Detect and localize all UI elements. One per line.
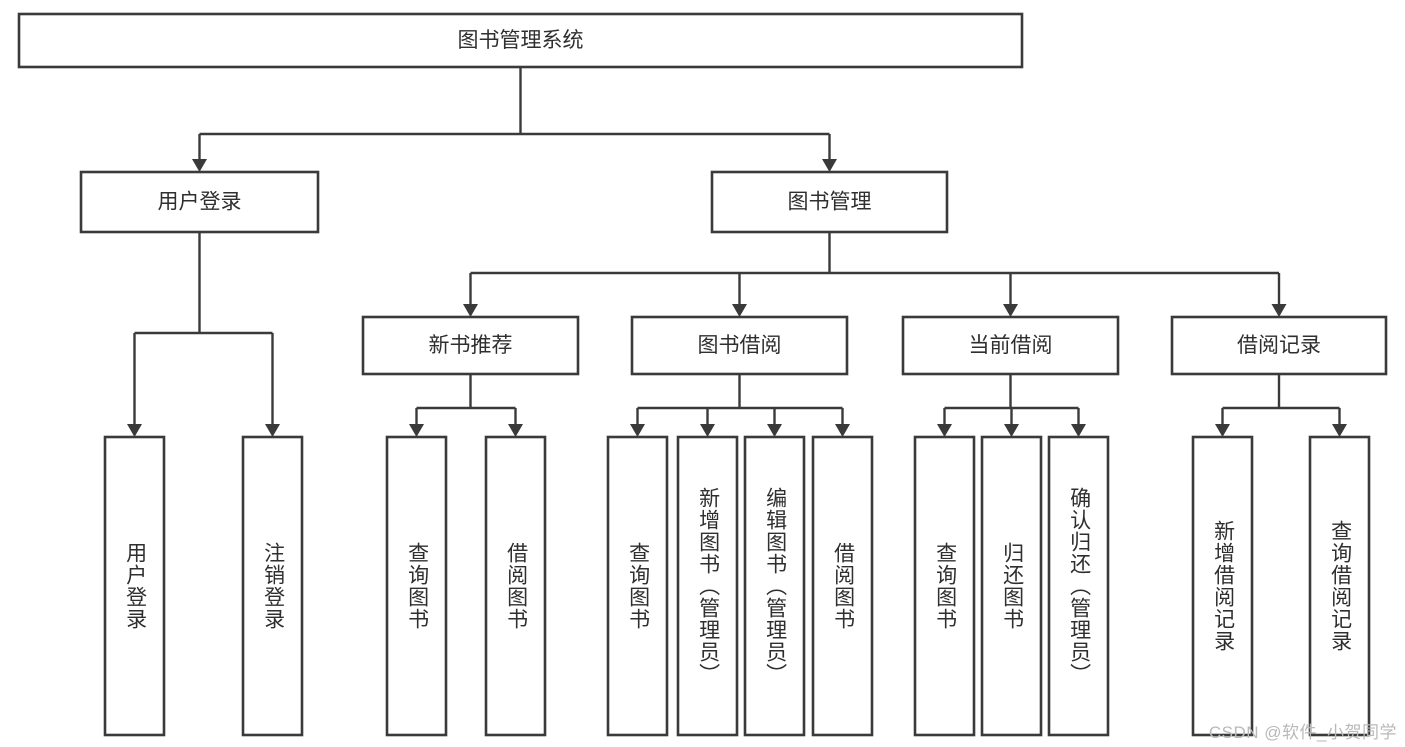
- node-user-login-do[interactable]: [103, 435, 166, 737]
- node-box-br-query-record: [1308, 435, 1371, 737]
- node-box-br-add-record: [1191, 435, 1254, 737]
- node-box-book-borrow: [630, 315, 849, 376]
- node-box-cb-query-book: [913, 435, 976, 737]
- arrow-head-icon-bb-edit-book: [767, 424, 782, 437]
- node-box-bb-borrow-book: [811, 435, 874, 737]
- node-box-new-book-recommend: [361, 315, 580, 376]
- node-new-book-recommend[interactable]: 新书推荐: [361, 315, 580, 376]
- node-box-bb-query-book: [606, 435, 669, 737]
- node-box-root: [17, 12, 1024, 69]
- arrow-head-icon-bb-add-book: [700, 424, 715, 437]
- node-book-borrow[interactable]: 图书借阅: [630, 315, 849, 376]
- arrow-head-icon-current-borrow: [1003, 304, 1018, 317]
- arrow-head-icon-book-manage: [822, 159, 837, 172]
- connector-layer: [127, 67, 1347, 437]
- node-label-book-manage: 图书管理: [788, 191, 872, 214]
- arrow-head-icon-cb-return-book: [1004, 424, 1019, 437]
- node-box-cb-confirm-return: [1047, 435, 1110, 737]
- node-current-borrow[interactable]: 当前借阅: [901, 315, 1120, 376]
- node-box-borrow-record: [1170, 315, 1388, 376]
- node-book-manage[interactable]: 图书管理: [710, 170, 949, 234]
- node-br-add-record[interactable]: [1191, 435, 1254, 737]
- node-bb-add-book[interactable]: [676, 435, 739, 737]
- node-label-new-book-recommend: 新书推荐: [429, 334, 513, 357]
- arrow-head-icon-br-add-record: [1215, 424, 1230, 437]
- node-bb-edit-book[interactable]: [743, 435, 806, 737]
- arrow-head-icon-new-book-recommend: [463, 304, 478, 317]
- node-box-bb-edit-book: [743, 435, 806, 737]
- arrow-head-icon-book-borrow: [732, 304, 747, 317]
- arrow-head-icon-user-logout: [265, 424, 280, 437]
- node-box-nbr-query-book: [385, 435, 448, 737]
- node-box-cb-return-book: [980, 435, 1043, 737]
- arrow-head-icon-nbr-query-book: [409, 424, 424, 437]
- node-label-borrow-record: 借阅记录: [1237, 334, 1321, 357]
- node-box-bb-add-book: [676, 435, 739, 737]
- node-cb-return-book[interactable]: [980, 435, 1043, 737]
- node-label-root: 图书管理系统: [458, 29, 584, 52]
- arrow-head-icon-cb-query-book: [937, 424, 952, 437]
- arrow-head-icon-br-query-record: [1332, 424, 1347, 437]
- arrow-head-icon-bb-query-book: [630, 424, 645, 437]
- node-box-user-logout: [241, 435, 304, 737]
- watermark-text: CSDN @软件_小贺同学: [1208, 723, 1397, 742]
- node-box-book-manage: [710, 170, 949, 234]
- node-label-current-borrow: 当前借阅: [969, 334, 1053, 357]
- arrow-head-icon-bb-borrow-book: [835, 424, 850, 437]
- node-box-current-borrow: [901, 315, 1120, 376]
- node-user-logout[interactable]: [241, 435, 304, 737]
- node-nbr-query-book[interactable]: [385, 435, 448, 737]
- node-root[interactable]: 图书管理系统: [17, 12, 1024, 69]
- arrow-head-icon-user-login: [192, 159, 207, 172]
- node-box-user-login: [79, 170, 320, 234]
- arrow-head-icon-nbr-borrow-book: [508, 424, 523, 437]
- node-bb-borrow-book[interactable]: [811, 435, 874, 737]
- arrow-head-icon-cb-confirm-return: [1071, 424, 1086, 437]
- arrow-head-icon-borrow-record: [1271, 304, 1287, 317]
- node-label-book-borrow: 图书借阅: [698, 334, 782, 357]
- node-borrow-record[interactable]: 借阅记录: [1170, 315, 1388, 376]
- node-box-user-login-do: [103, 435, 166, 737]
- node-cb-confirm-return[interactable]: [1047, 435, 1110, 737]
- node-user-login[interactable]: 用户登录: [79, 170, 320, 234]
- node-label-user-login: 用户登录: [158, 191, 242, 214]
- node-bb-query-book[interactable]: [606, 435, 669, 737]
- node-cb-query-book[interactable]: [913, 435, 976, 737]
- node-nbr-borrow-book[interactable]: [484, 435, 547, 737]
- arrow-head-icon-user-login-do: [127, 424, 142, 437]
- node-br-query-record[interactable]: [1308, 435, 1371, 737]
- node-box-nbr-borrow-book: [484, 435, 547, 737]
